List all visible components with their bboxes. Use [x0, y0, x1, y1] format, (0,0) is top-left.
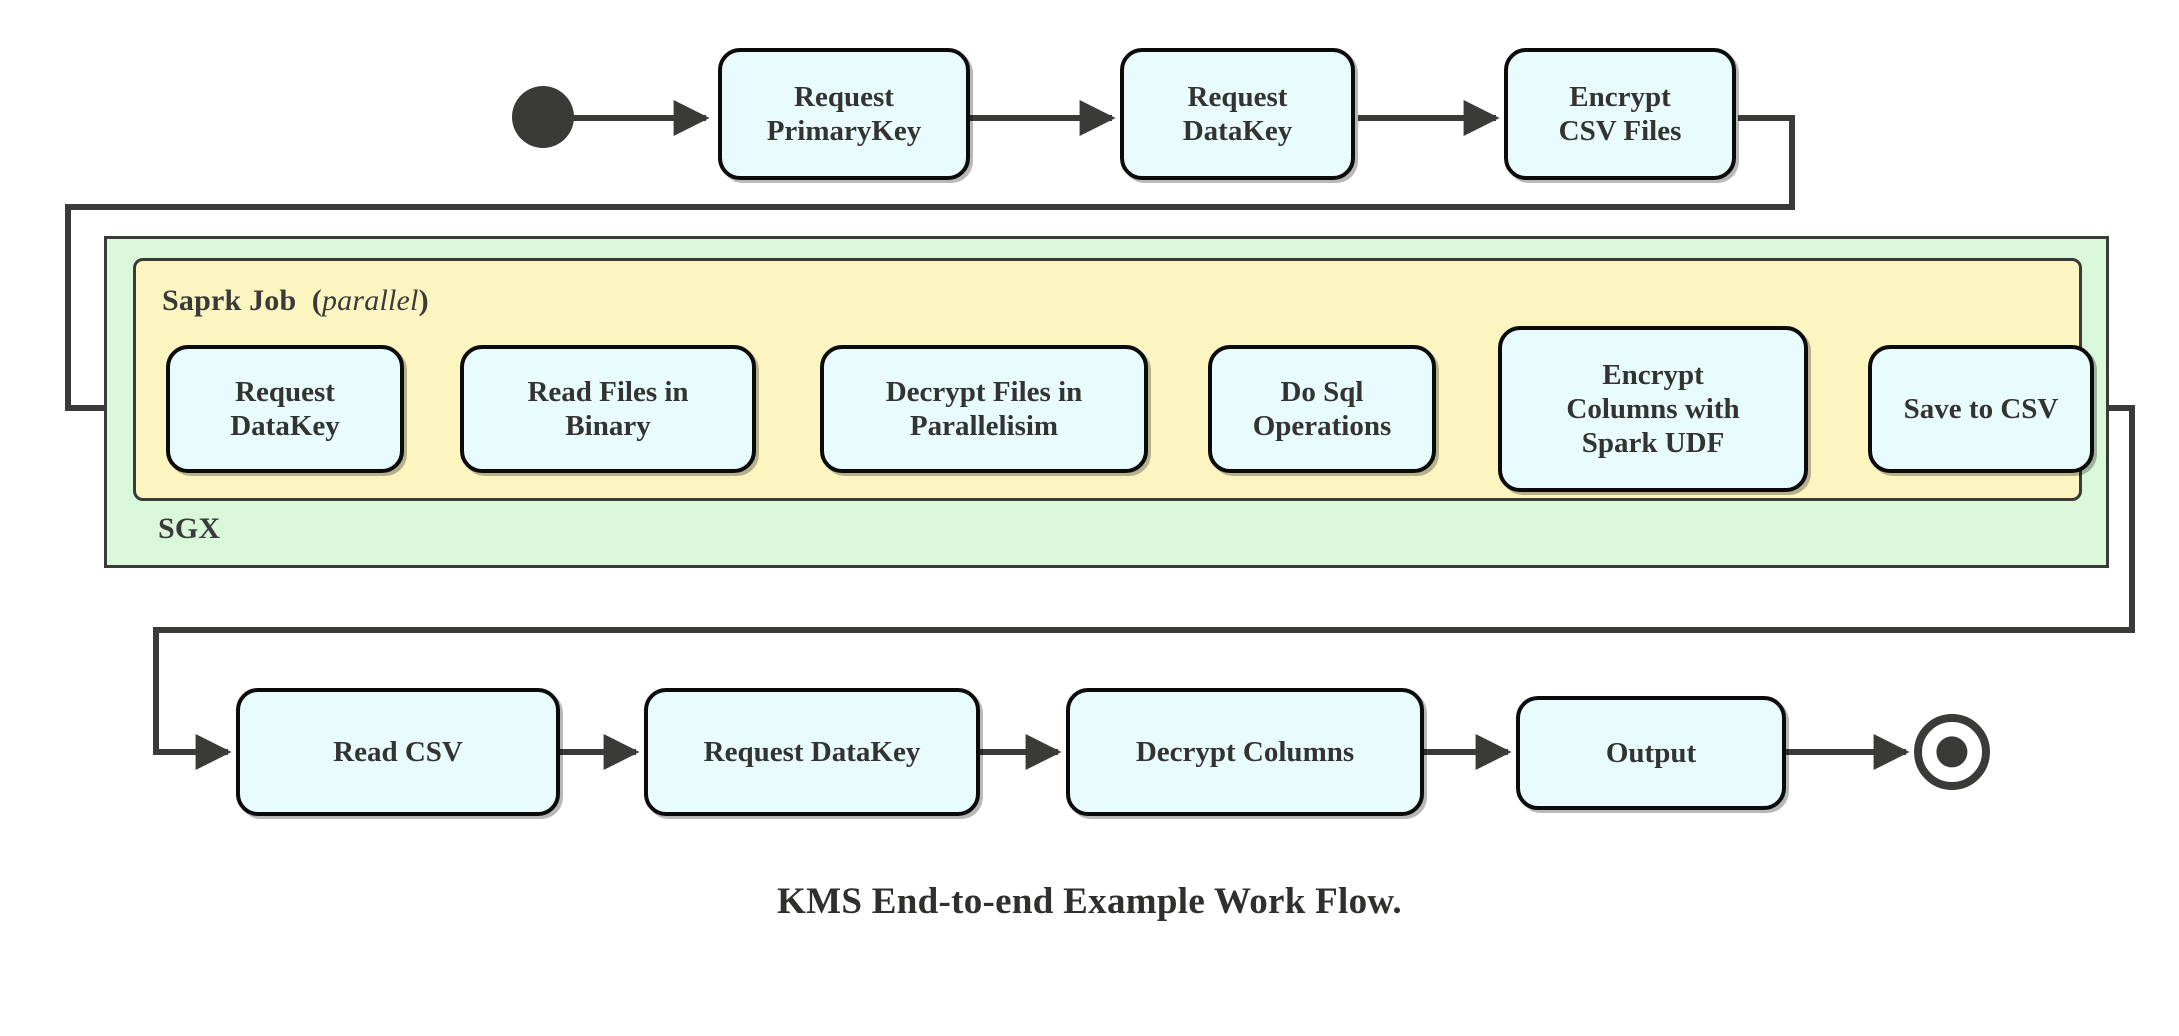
- node-encrypt-columns-udf[interactable]: Encrypt Columns with Spark UDF: [1498, 326, 1808, 492]
- node-request-datakey-spark[interactable]: Request DataKey: [166, 345, 404, 473]
- node-save-to-csv-label: Save to CSV: [1903, 392, 2059, 425]
- node-encrypt-columns-udf-label: Encrypt Columns with Spark UDF: [1566, 358, 1740, 460]
- node-request-datakey-bottom[interactable]: Request DataKey: [644, 688, 980, 816]
- start-node: [512, 86, 574, 148]
- node-read-csv-label: Read CSV: [333, 735, 463, 768]
- node-decrypt-files-parallel[interactable]: Decrypt Files in Parallelisim: [820, 345, 1148, 473]
- node-output-label: Output: [1605, 736, 1697, 769]
- node-output[interactable]: Output: [1516, 696, 1786, 810]
- node-encrypt-csv-files-label: Encrypt CSV Files: [1558, 80, 1682, 147]
- spark-job-label-space: [296, 284, 311, 317]
- node-save-to-csv[interactable]: Save to CSV: [1868, 345, 2094, 473]
- sgx-container-label: SGX: [158, 512, 221, 545]
- diagram-caption: KMS End-to-end Example Work Flow.: [777, 881, 1402, 922]
- node-decrypt-columns-label: Decrypt Columns: [1135, 735, 1355, 768]
- spark-job-label-close-paren: ): [418, 284, 429, 317]
- node-read-files-in-binary[interactable]: Read Files in Binary: [460, 345, 756, 473]
- node-request-primarykey[interactable]: Request PrimaryKey: [718, 48, 970, 180]
- node-request-datakey-top-label: Request DataKey: [1182, 80, 1293, 147]
- node-do-sql-operations[interactable]: Do Sql Operations: [1208, 345, 1436, 473]
- node-request-datakey-spark-label: Request DataKey: [230, 375, 340, 442]
- node-request-datakey-bottom-label: Request DataKey: [703, 735, 921, 768]
- spark-job-label-italic: parallel: [321, 284, 419, 317]
- node-read-files-in-binary-label: Read Files in Binary: [527, 375, 689, 442]
- node-decrypt-files-parallel-label: Decrypt Files in Parallelisim: [885, 375, 1083, 442]
- spark-job-container-label: Saprk Job (parallel): [162, 284, 429, 318]
- node-request-datakey-top[interactable]: Request DataKey: [1120, 48, 1355, 180]
- node-read-csv[interactable]: Read CSV: [236, 688, 560, 816]
- node-encrypt-csv-files[interactable]: Encrypt CSV Files: [1504, 48, 1736, 180]
- node-request-primarykey-label: Request PrimaryKey: [766, 80, 922, 147]
- node-decrypt-columns[interactable]: Decrypt Columns: [1066, 688, 1424, 816]
- spark-job-label-bold: Saprk Job: [162, 284, 297, 317]
- node-do-sql-operations-label: Do Sql Operations: [1252, 375, 1392, 442]
- end-node: [1914, 714, 1990, 790]
- spark-job-label-open-paren: (: [311, 284, 322, 317]
